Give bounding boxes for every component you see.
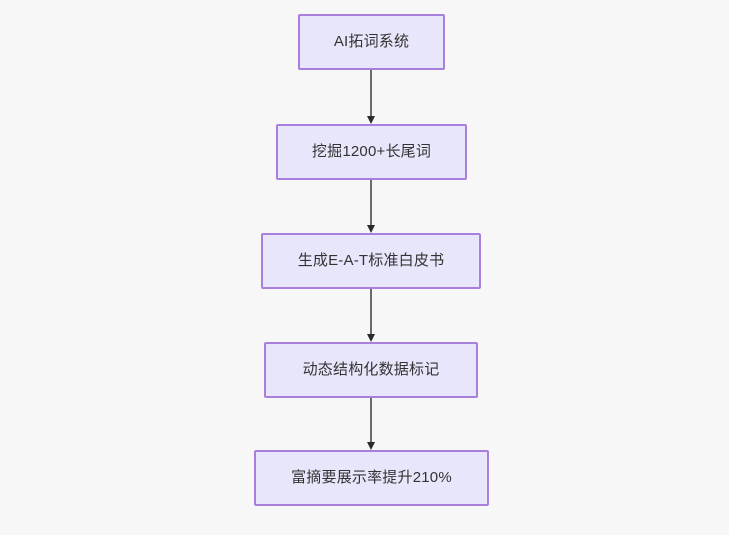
flow-node-n1[interactable]: AI拓词系统 xyxy=(298,14,445,70)
flow-node-n4[interactable]: 动态结构化数据标记 xyxy=(264,342,478,398)
flow-edge xyxy=(366,398,375,450)
edge-line xyxy=(370,70,372,117)
flow-node-label: 生成E-A-T标准白皮书 xyxy=(297,252,445,269)
flow-node-label: AI拓词系统 xyxy=(333,33,410,50)
arrowhead-down-icon xyxy=(366,334,375,342)
arrowhead-down-icon xyxy=(366,116,375,124)
arrowhead-down-icon xyxy=(366,442,375,450)
edge-line xyxy=(370,180,372,226)
edge-line xyxy=(370,289,372,335)
flow-node-n2[interactable]: 挖掘1200+长尾词 xyxy=(276,124,467,180)
flow-node-label: 挖掘1200+长尾词 xyxy=(311,143,432,160)
arrowhead-down-icon xyxy=(366,225,375,233)
flow-node-label: 动态结构化数据标记 xyxy=(302,361,440,378)
flow-node-n5[interactable]: 富摘要展示率提升210% xyxy=(254,450,489,506)
flow-edge xyxy=(366,180,375,233)
flow-node-label: 富摘要展示率提升210% xyxy=(291,469,452,486)
edge-line xyxy=(370,398,372,443)
flow-edge xyxy=(366,70,375,124)
flow-node-n3[interactable]: 生成E-A-T标准白皮书 xyxy=(261,233,481,289)
flow-edge xyxy=(366,289,375,342)
